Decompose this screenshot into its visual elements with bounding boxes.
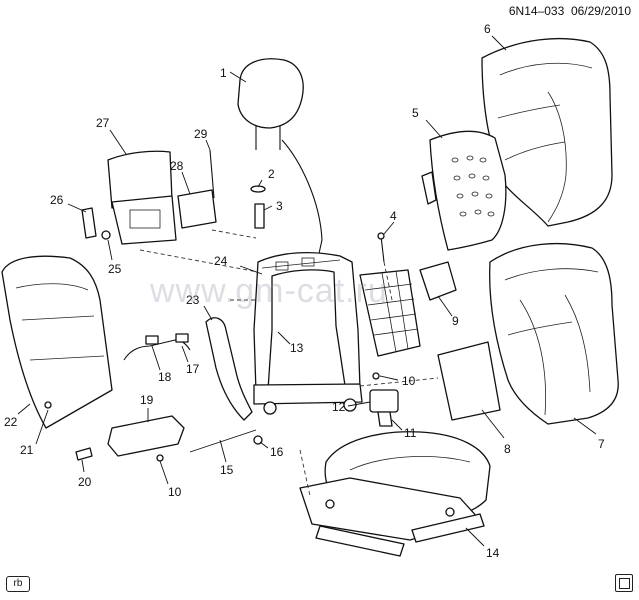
callout-4: 4	[390, 209, 397, 223]
callout-20: 20	[78, 475, 92, 489]
callout-22: 22	[4, 415, 18, 429]
seat-back-trim-cover	[489, 242, 619, 425]
fastener-25	[101, 230, 111, 240]
wire-harness	[123, 333, 191, 361]
clip-26	[81, 207, 97, 239]
callout-7: 7	[598, 437, 605, 451]
callout-24: 24	[214, 254, 228, 268]
callout-11: 11	[404, 426, 417, 440]
headrest-sleeve	[254, 203, 265, 229]
control-module	[107, 415, 185, 457]
callout-28: 28	[170, 159, 184, 173]
headrest-cable	[281, 139, 323, 259]
callout-23: 23	[186, 293, 200, 307]
armrest-housing	[107, 150, 177, 245]
corner-icon	[615, 574, 633, 592]
headrest-guide	[250, 185, 266, 193]
diagram-header: 6N14–033 06/29/2010	[509, 4, 631, 18]
seat-back-frame	[253, 251, 363, 415]
callout-15: 15	[220, 463, 234, 477]
seat-back-panel	[421, 130, 507, 251]
bolt-4	[377, 232, 385, 263]
callout-18: 18	[158, 370, 172, 384]
seat-cushion-assembly	[299, 431, 491, 557]
callouts: 1 2 3 4 5 6 7 8 9 10 10 11 12 1	[4, 22, 605, 560]
callout-17: 17	[186, 362, 200, 376]
callout-21: 21	[20, 443, 34, 457]
callout-9: 9	[452, 314, 459, 328]
screw-10b	[156, 454, 164, 462]
assembly-guide-lines	[139, 229, 439, 497]
lumbar-support-grid	[359, 269, 421, 357]
recliner-motor	[369, 389, 399, 427]
side-bolster-pad	[205, 317, 253, 421]
callout-5: 5	[412, 106, 419, 120]
seat-back-side-panel	[1, 255, 113, 429]
callout-10a: 10	[402, 374, 416, 388]
callout-16: 16	[270, 445, 284, 459]
footer-tag: rb	[6, 576, 30, 592]
screw-20	[75, 447, 93, 461]
callout-25: 25	[108, 262, 122, 276]
screw-29	[209, 149, 215, 199]
callout-3: 3	[276, 199, 283, 213]
callout-2: 2	[268, 167, 275, 181]
callout-6: 6	[484, 22, 491, 36]
lumbar-motor	[419, 261, 457, 301]
rod-15	[189, 429, 257, 453]
headrest	[237, 58, 304, 150]
callout-12: 12	[332, 400, 346, 414]
callout-13: 13	[290, 341, 304, 355]
callout-19: 19	[140, 393, 154, 407]
callout-10b: 10	[168, 485, 182, 499]
callout-29: 29	[194, 127, 208, 141]
callout-14: 14	[486, 546, 500, 560]
callout-27: 27	[96, 116, 110, 130]
diagram-date: 06/29/2010	[570, 4, 631, 18]
bracket-28	[177, 189, 217, 229]
callout-1: 1	[220, 66, 227, 80]
wire-panel	[437, 341, 501, 421]
screw-10a	[372, 372, 380, 380]
callout-26: 26	[50, 193, 64, 207]
callout-8: 8	[504, 442, 511, 456]
part-code: 6N14–033	[508, 4, 565, 18]
